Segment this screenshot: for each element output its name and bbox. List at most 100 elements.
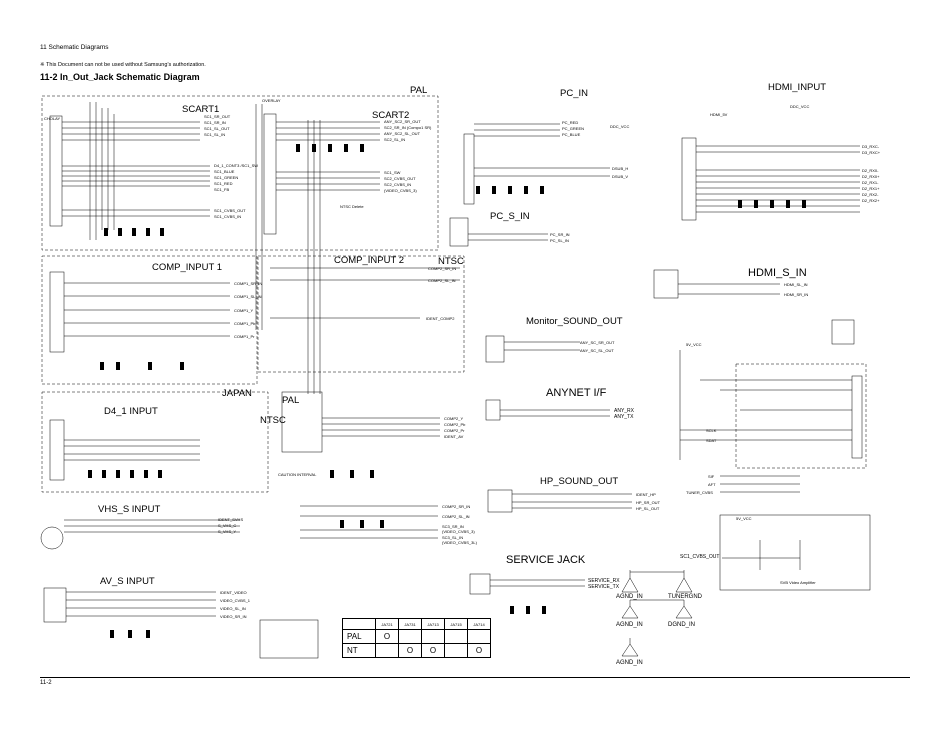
net-label: SC1_RED	[214, 181, 233, 186]
table-cell: O	[467, 643, 491, 658]
net-label: HDMI_SL_IN	[784, 282, 808, 287]
pal-label: PAL	[410, 85, 427, 96]
anynet-heading: ANYNET I/F	[546, 387, 607, 399]
table-cell	[375, 643, 399, 658]
pc-s-in-heading: PC_S_IN	[490, 211, 530, 222]
ground-label: AGND_IN	[616, 660, 643, 666]
jack-connector-box	[259, 619, 319, 659]
net-label: COMP2_SL_IN	[442, 514, 470, 519]
comp-input2-heading: COMP_INPUT 2	[334, 255, 404, 266]
japan-label: JAPAN	[222, 388, 252, 399]
page-number: 11-2	[40, 680, 52, 686]
net-label: AFT	[708, 482, 716, 487]
net-label: DDC_VCC	[610, 124, 629, 129]
d4-connector	[49, 419, 65, 481]
net-label: COMP2_Pr	[444, 428, 465, 433]
footer-rule	[40, 677, 910, 678]
net-label: SC2_SL_IN	[384, 137, 405, 142]
net-label: SC1_FB	[214, 187, 229, 192]
table-cell	[467, 629, 491, 644]
hdmi-s-connector	[653, 269, 679, 299]
net-label: D3_RXC+	[862, 150, 881, 155]
wiring	[62, 102, 860, 617]
net-label: PC_SR_IN	[550, 232, 570, 237]
av-connector	[43, 587, 67, 623]
comp1-connector	[49, 271, 65, 353]
ground-label: AGND_IN	[616, 594, 643, 600]
net-label: ANY_RX	[614, 408, 635, 414]
ground-label: TUNERGND	[668, 594, 703, 600]
hdmi-s-in-heading: HDMI_S_IN	[748, 267, 807, 279]
component-markers	[88, 144, 806, 638]
net-label: D4_1_CONT3 /SC1_SW	[214, 163, 258, 168]
table-cell: O	[421, 643, 445, 658]
column-header: JA731	[398, 618, 422, 630]
ground-icon	[675, 600, 693, 619]
svhs-connector	[40, 526, 64, 550]
ground-symbols	[621, 570, 693, 657]
net-label: D2_RX0+	[862, 174, 880, 179]
ground-icon	[621, 600, 639, 619]
table-row: NT O O O	[342, 643, 491, 658]
net-label: VIDEO_SR_IN	[220, 614, 247, 619]
net-label: D3_RXC-	[862, 144, 880, 149]
pal-ntsc-switch	[281, 391, 323, 453]
net-label: COMP1_Pb	[234, 321, 256, 326]
net-label: SC1_CVBS_OUT	[680, 554, 719, 560]
jack-option-table: JA721 JA731 JA713 JA715 JA714 PAL O NT O…	[342, 618, 491, 658]
column-header: JA714	[467, 618, 491, 630]
net-label: PC_SL_IN	[550, 238, 569, 243]
pc-s-connector	[449, 217, 469, 247]
pal-block	[41, 95, 439, 251]
net-label: SC1_SL_IN	[204, 132, 225, 137]
column-header: JA721	[375, 618, 399, 630]
net-label: PC_RED	[562, 120, 578, 125]
d4-input-block	[41, 391, 269, 493]
net-label: SERVICE_RX	[588, 578, 620, 584]
net-label: IDENT_HP	[636, 492, 656, 497]
net-label: IDENT_AV	[444, 434, 464, 439]
page-title: 11-2 In_Out_Jack Schematic Diagram	[40, 72, 200, 82]
hp-sound-out-heading: HP_SOUND_OUT	[540, 476, 618, 487]
ground-icon	[621, 638, 639, 657]
net-label: D2_RX2+	[862, 198, 880, 203]
hdmi-input-heading: HDMI_INPUT	[768, 82, 826, 93]
scart1-connector	[49, 115, 63, 227]
net-label: COMP2_Pb	[444, 422, 466, 427]
scart1-heading: SCART1	[182, 104, 219, 115]
monitor-connector	[485, 335, 505, 363]
net-label: D2_RX2-	[862, 192, 879, 197]
net-label: SC1_SL_OUT	[204, 126, 230, 131]
column-header: JA715	[444, 618, 468, 630]
pc-in-heading: PC_IN	[560, 88, 588, 99]
table-cell: O	[398, 643, 422, 658]
net-label: PC_BLUE	[562, 132, 581, 137]
net-label: SVB Video Amplifier	[780, 580, 816, 585]
net-label: DSUB_H	[612, 166, 628, 171]
authorization-notice: ※ This Document can not be used without …	[40, 62, 206, 68]
net-label: HP_SL_OUT	[636, 506, 660, 511]
net-label: COMP2_SR_IN	[428, 266, 456, 271]
net-label: SC1_SW	[384, 170, 401, 175]
ground-label: DGND_IN	[668, 622, 695, 628]
table-cell	[421, 629, 445, 644]
d4-input-heading: D4_1 INPUT	[104, 406, 158, 417]
tuner-connector	[851, 375, 863, 459]
net-label: ANY_SC_SL_OUT	[580, 348, 614, 353]
pal-switch-label: PAL	[282, 395, 299, 406]
hp-connector	[487, 489, 513, 513]
anynet-connector	[485, 399, 501, 421]
net-label: D2_RX1-	[862, 180, 879, 185]
net-label: TUNER_CVBS	[686, 490, 713, 495]
scart2-heading: SCART2	[372, 110, 409, 121]
table-cell	[444, 643, 468, 658]
table-cell	[444, 629, 468, 644]
hdmi-connector	[681, 137, 697, 221]
net-label: (VIDEO_CVBS_3)	[384, 188, 417, 193]
net-label: COMP1_Y	[234, 308, 253, 313]
net-label: IDENT_VIDEO	[220, 590, 247, 595]
net-label: COMP2_SR_IN	[442, 504, 470, 509]
net-label: SC2_CVBS_IN	[384, 182, 411, 187]
aux-connector	[831, 319, 855, 345]
net-label: VIDEO_SL_IN	[220, 606, 246, 611]
